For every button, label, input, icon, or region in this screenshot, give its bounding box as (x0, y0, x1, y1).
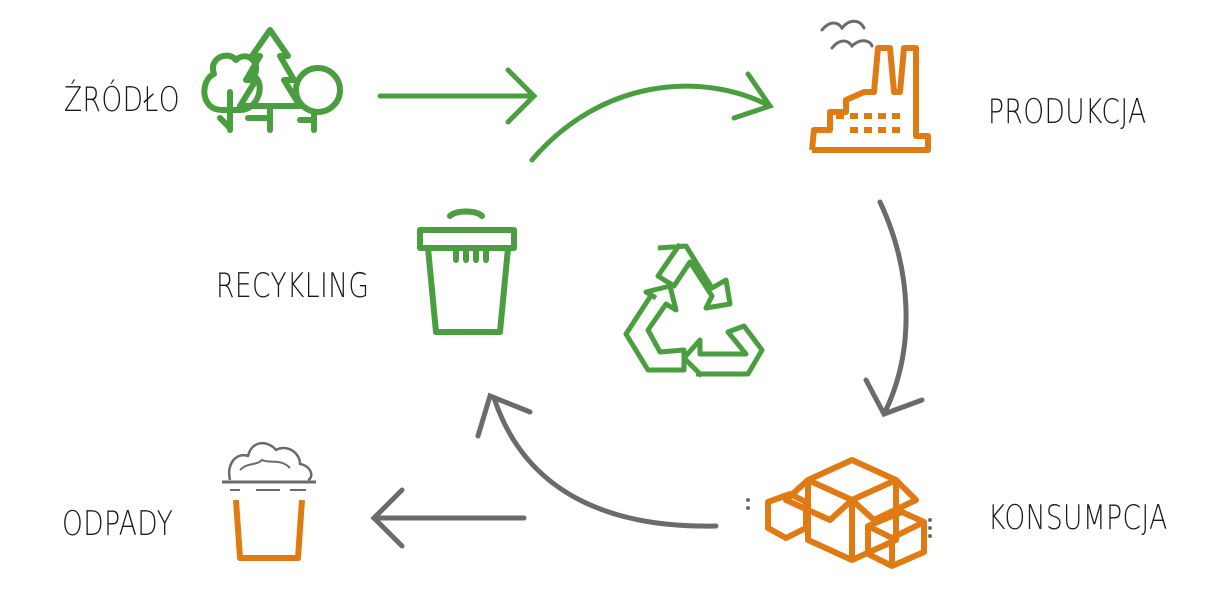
arrow-recycling-to-production (529, 71, 774, 163)
arrow-consumption-to-waste (370, 487, 527, 549)
boxes-icon (765, 457, 927, 569)
smoke-icon (820, 19, 874, 50)
label-waste: ODPADY (62, 504, 174, 544)
trees-icon (201, 27, 343, 133)
label-recycling: RECYKLING (216, 266, 370, 306)
arrow-consumption-to-recycling (475, 392, 719, 529)
factory-icon (809, 45, 931, 153)
waste-bin-icon (222, 442, 316, 561)
arrow-source-to-production (377, 67, 538, 125)
boxes-motion-dots (746, 498, 932, 538)
arrow-production-to-consumption (863, 199, 925, 418)
recycle-symbol-icon (623, 242, 765, 378)
label-production: PRODUKCJA (988, 92, 1147, 132)
label-consumption: KONSUMPCJA (988, 498, 1168, 538)
recycling-bin-icon (417, 208, 517, 335)
label-source: ŹRÓDŁO (64, 80, 181, 120)
